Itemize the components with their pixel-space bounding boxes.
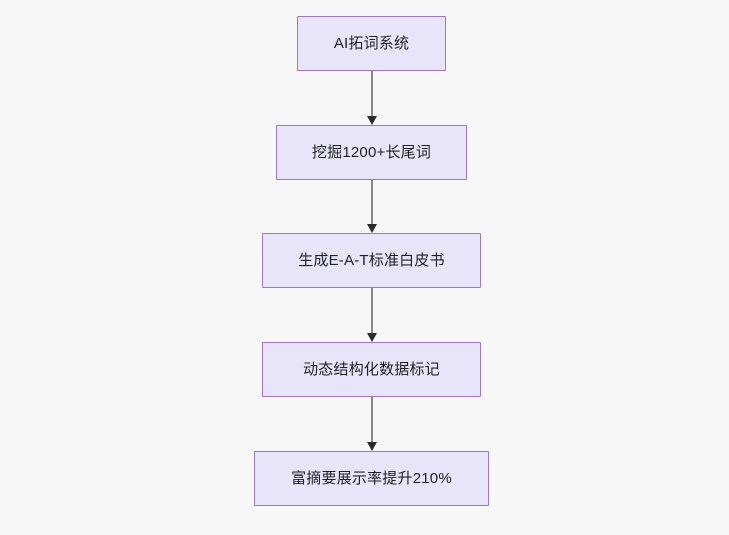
flow-edge-n2-n3 <box>367 180 377 233</box>
flow-node-label: 动态结构化数据标记 <box>303 361 440 378</box>
flow-node-generate-eat-whitepaper[interactable]: 生成E-A-T标准白皮书 <box>262 233 481 288</box>
flow-edge-line <box>371 288 373 333</box>
flow-edge-n1-n2 <box>367 71 377 125</box>
flow-node-label: 生成E-A-T标准白皮书 <box>298 252 445 269</box>
flow-node-label: AI拓词系统 <box>333 35 410 52</box>
flow-node-dynamic-structured-data-markup[interactable]: 动态结构化数据标记 <box>262 342 481 397</box>
flow-edge-n3-n4 <box>367 288 377 342</box>
flow-node-label: 挖掘1200+长尾词 <box>311 144 432 161</box>
flow-edge-n4-n5 <box>367 397 377 451</box>
flow-node-label: 富摘要展示率提升210% <box>291 470 452 487</box>
arrow-down-icon <box>367 224 377 233</box>
flow-node-ai-keyword-system[interactable]: AI拓词系统 <box>297 16 446 71</box>
arrow-down-icon <box>367 116 377 125</box>
flow-edge-line <box>371 180 373 224</box>
flow-edge-line <box>371 397 373 442</box>
flow-node-mine-longtail-keywords[interactable]: 挖掘1200+长尾词 <box>276 125 467 180</box>
arrow-down-icon <box>367 442 377 451</box>
arrow-down-icon <box>367 333 377 342</box>
flow-edge-line <box>371 71 373 116</box>
flow-node-rich-snippet-rate-increase[interactable]: 富摘要展示率提升210% <box>254 451 489 506</box>
